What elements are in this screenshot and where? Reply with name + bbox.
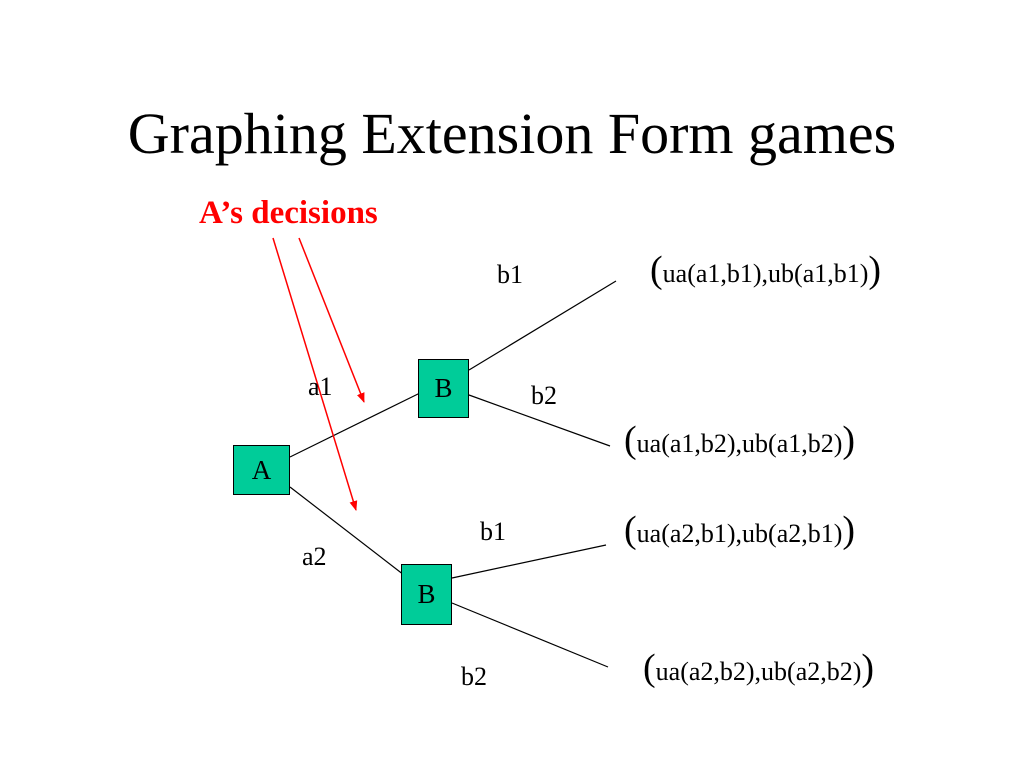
edge-upper-b2-line <box>468 394 611 447</box>
edge-a2-line <box>289 486 405 576</box>
node-b-lower: B <box>401 564 452 625</box>
payoff-close-paren: ) <box>861 647 875 689</box>
edge-upper-b1-line <box>468 280 617 371</box>
edge-label-upper-b1: b1 <box>497 260 523 289</box>
edge-lower-b1-line <box>451 544 607 579</box>
payoff-open-paren: ( <box>624 509 637 551</box>
annotation-arrow-lower <box>272 237 358 511</box>
payoff-a1-b2: (ua(a1,b2),ub(a1,b2)) <box>624 420 855 464</box>
payoff-text: ua(a2,b1),ub(a2,b1) <box>636 519 843 548</box>
payoff-open-paren: ( <box>643 647 656 689</box>
payoff-close-paren: ) <box>842 509 856 551</box>
edge-a1-line <box>289 392 421 458</box>
edge-label-lower-b2: b2 <box>461 662 487 691</box>
decisions-annotation: A’s decisions <box>199 195 378 231</box>
edge-label-a1: a1 <box>308 372 333 401</box>
payoff-text: ua(a2,b2),ub(a2,b2) <box>655 657 862 686</box>
payoff-close-paren: ) <box>868 249 882 291</box>
payoff-close-paren: ) <box>842 419 856 461</box>
payoff-a1-b1: (ua(a1,b1),ub(a1,b1)) <box>650 250 881 294</box>
edge-label-upper-b2: b2 <box>531 381 557 410</box>
edge-lower-b2-line <box>451 602 609 668</box>
payoff-open-paren: ( <box>650 249 663 291</box>
slide-title: Graphing Extension Form games <box>127 101 897 166</box>
annotation-arrow-upper <box>298 237 365 403</box>
payoff-a2-b1: (ua(a2,b1),ub(a2,b1)) <box>624 510 855 554</box>
payoff-a2-b2: (ua(a2,b2),ub(a2,b2)) <box>643 648 874 692</box>
node-b-upper: B <box>418 359 469 418</box>
node-a: A <box>233 445 290 495</box>
payoff-open-paren: ( <box>624 419 637 461</box>
edge-label-a2: a2 <box>302 542 327 571</box>
payoff-text: ua(a1,b1),ub(a1,b1) <box>662 259 869 288</box>
edge-label-lower-b1: b1 <box>480 517 506 546</box>
payoff-text: ua(a1,b2),ub(a1,b2) <box>636 429 843 458</box>
